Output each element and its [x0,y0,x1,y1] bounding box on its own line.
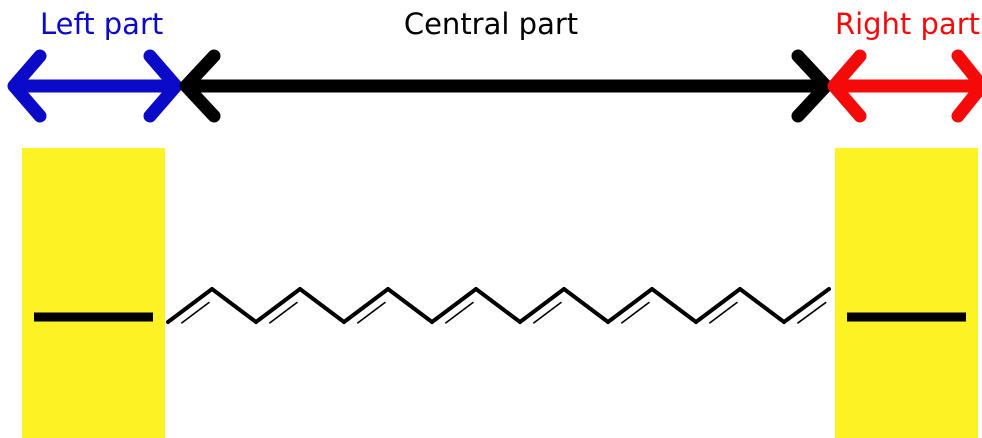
chain-bond [474,287,522,324]
chain-bond [430,287,478,324]
chain-double-bond-line [796,301,827,324]
right-part-label: Right part [834,7,980,41]
chain-double-bond-line [268,301,298,324]
left-part-arrow [7,49,183,123]
left-end-group-box [22,148,165,438]
chain-bond [562,287,610,324]
chain-double-bond-line [532,301,562,324]
chain-bond [298,287,346,324]
chain-double-bond-line [180,301,210,324]
chain-bond [166,287,214,324]
chain-bond [210,287,258,324]
chain-double-bond-line [708,301,738,324]
central-part-label: Central part [403,7,579,41]
chain-bond [386,287,434,324]
chain-double-bond-line [444,301,474,324]
chain-double-bond-line [356,301,386,324]
left-part-label: Left part [40,7,164,41]
polyene-chain [166,287,831,324]
chain-bond [254,287,302,324]
chain-double-bond-line [620,301,650,324]
central-part-arrow [179,49,833,123]
chain-bond [738,287,786,324]
chain-bond [342,287,390,324]
chain-bond [606,287,654,324]
chain-bond [694,287,742,324]
chain-bond [650,287,698,324]
right-end-group-box [835,148,978,438]
chain-bond [518,287,566,324]
right-part-arrow [827,49,982,123]
chain-bond [782,287,831,324]
